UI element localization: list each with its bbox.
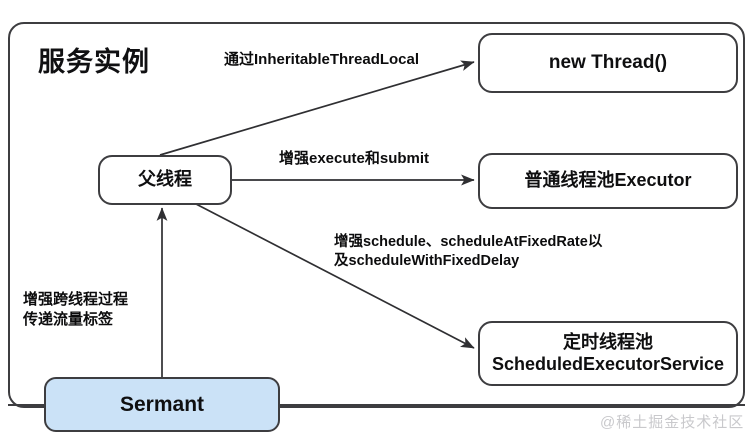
node-parent-thread[interactable]: 父线程: [98, 155, 232, 205]
edge-label-schedule-methods: 增强schedule、scheduleAtFixedRate以 及schedul…: [334, 234, 603, 270]
page-title: 服务实例: [38, 47, 150, 77]
node-scheduled-executor-service[interactable]: 定时线程池 ScheduledExecutorService: [478, 321, 738, 386]
node-new-thread[interactable]: new Thread(): [478, 33, 738, 93]
node-executor[interactable]: 普通线程池Executor: [478, 153, 738, 209]
edge-label-execute-submit: 增强execute和submit: [279, 150, 430, 167]
edge-label-inheritable-threadlocal: 通过InheritableThreadLocal: [224, 51, 420, 68]
watermark: @稀土掘金技术社区: [600, 414, 745, 431]
edge-label-cross-thread-tag: 增强跨线程过程 传递流量标签: [23, 291, 129, 328]
node-sermant[interactable]: Sermant: [44, 377, 280, 432]
service-instance-container: [8, 22, 745, 408]
